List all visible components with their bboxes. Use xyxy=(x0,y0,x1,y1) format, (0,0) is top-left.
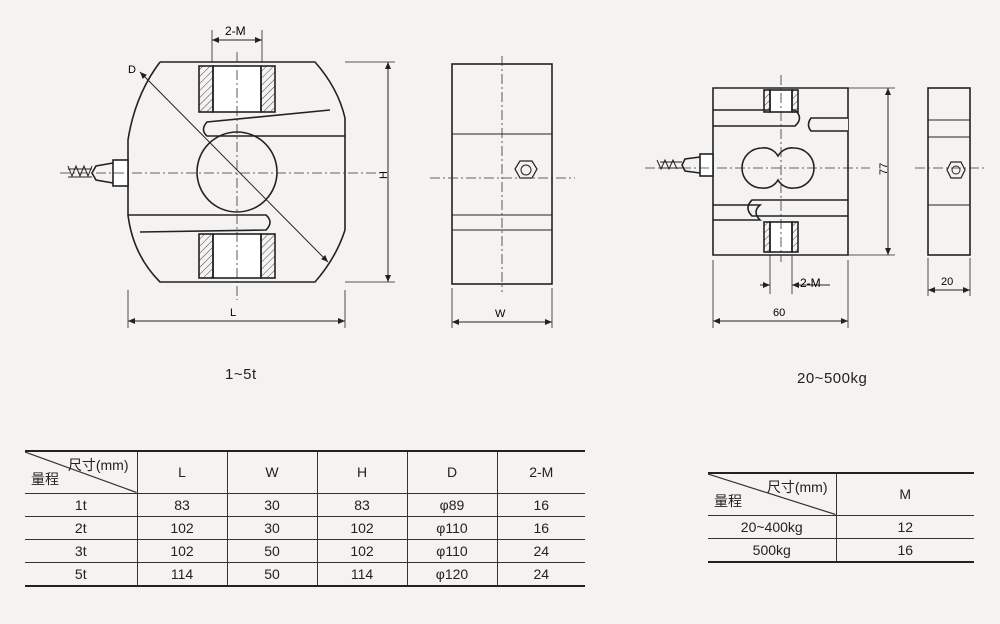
table-left-col-header: W xyxy=(226,450,317,494)
table-cell: 83 xyxy=(316,493,407,517)
dim-77-label: 77 xyxy=(878,163,890,175)
table-cell: φ110 xyxy=(406,516,497,540)
table-cell: 114 xyxy=(316,562,407,587)
table-left-header-size: 尺寸(mm) xyxy=(67,457,129,473)
table-cell: 102 xyxy=(316,516,407,540)
table-row: 2t 102 30 102 φ110 16 xyxy=(25,516,585,540)
dim-l-label: L xyxy=(230,307,236,319)
dim-2m-right-label: 2-M xyxy=(800,276,821,290)
table-cell: 114 xyxy=(136,562,227,587)
table-cell: 3t xyxy=(25,539,137,563)
right-side-view xyxy=(927,87,971,256)
table-row: 1t 83 30 83 φ89 16 xyxy=(25,493,585,517)
table-cell: 16 xyxy=(496,493,585,517)
table-left-col-header: L xyxy=(136,450,227,494)
caption-left: 1~5t xyxy=(225,366,257,383)
table-cell: 24 xyxy=(496,539,585,563)
table-cell: 16 xyxy=(835,538,974,563)
table-cell: 24 xyxy=(496,562,585,587)
table-cell: 102 xyxy=(136,539,227,563)
spec-table-right: 尺寸(mm) 量程 M 20~400kg 12 500kg 16 xyxy=(708,472,974,563)
table-row: 20~400kg 12 xyxy=(708,515,974,539)
table-cell: φ110 xyxy=(406,539,497,563)
table-cell: 102 xyxy=(136,516,227,540)
table-right-header-range: 量程 xyxy=(714,492,742,509)
right-front-view xyxy=(656,87,849,256)
left-front-view xyxy=(67,61,346,283)
table-cell: 50 xyxy=(226,539,317,563)
table-cell: 102 xyxy=(316,539,407,563)
dim-d-label: D xyxy=(128,64,136,76)
table-cell: 12 xyxy=(835,515,974,539)
table-cell: 1t xyxy=(25,493,137,517)
dim-20-label: 20 xyxy=(941,276,953,288)
table-cell: 30 xyxy=(226,493,317,517)
table-left-header-range: 量程 xyxy=(31,470,59,487)
dim-w-label: W xyxy=(495,308,506,320)
table-cell: 20~400kg xyxy=(708,515,836,539)
dim-h-label: H xyxy=(378,171,390,179)
table-row: 5t 114 50 114 φ120 24 xyxy=(25,562,585,587)
table-right-header-size: 尺寸(mm) xyxy=(766,479,828,495)
table-row: 3t 102 50 102 φ110 24 xyxy=(25,539,585,563)
caption-right: 20~500kg xyxy=(797,370,868,387)
table-cell: φ89 xyxy=(406,493,497,517)
table-row: 500kg 16 xyxy=(708,538,974,563)
table-cell: 2t xyxy=(25,516,137,540)
spec-table-left: 尺寸(mm) 量程 L W H D 2-M 1t 83 30 83 φ89 16… xyxy=(25,450,585,587)
table-left-col-header: H xyxy=(316,450,407,494)
table-left-header-corner: 尺寸(mm) 量程 xyxy=(25,450,137,494)
table-cell: 5t xyxy=(25,562,137,587)
table-cell: 83 xyxy=(136,493,227,517)
table-left-col-header: D xyxy=(406,450,497,494)
table-cell: 30 xyxy=(226,516,317,540)
dim-60-label: 60 xyxy=(773,307,785,319)
table-cell: 16 xyxy=(496,516,585,540)
table-cell: φ120 xyxy=(406,562,497,587)
table-cell: 50 xyxy=(226,562,317,587)
table-cell: 500kg xyxy=(708,538,836,563)
table-left-col-header: 2-M xyxy=(496,450,585,494)
table-right-col-header: M xyxy=(835,472,974,516)
dim-2m-left-label: 2-M xyxy=(225,24,246,38)
table-right-header-corner: 尺寸(mm) 量程 xyxy=(708,472,836,516)
